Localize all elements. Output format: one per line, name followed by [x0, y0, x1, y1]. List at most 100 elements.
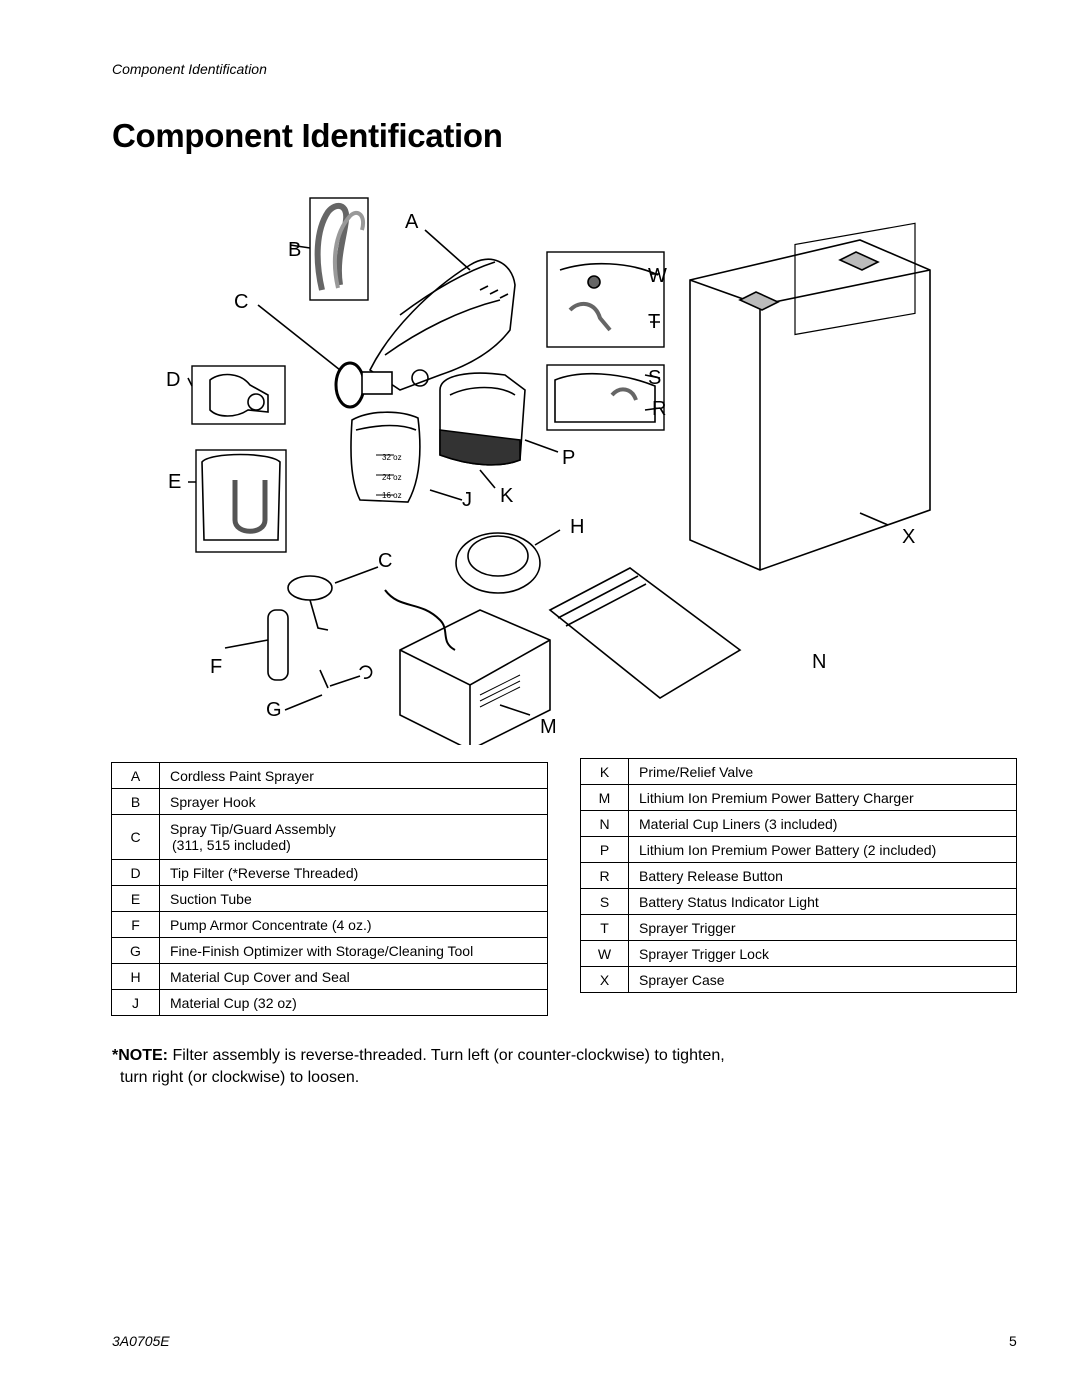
note-line2: turn right (or clockwise) to loosen. [120, 1069, 360, 1086]
component-illustration: 32 oz 24 oz 16 oz A B C D E J K [166, 197, 931, 745]
running-header: Component Identification [112, 61, 267, 77]
callout-h: H [570, 516, 584, 538]
legend-desc: Material Cup (32 oz) [159, 989, 548, 1016]
legend-desc: Sprayer Trigger [628, 914, 1017, 941]
pump-armor-bottle [267, 609, 289, 681]
page-number: 5 [1009, 1333, 1017, 1349]
legend-key: R [580, 862, 629, 889]
callout-a: A [405, 211, 419, 233]
legend-desc: Spray Tip/Guard Assembly(311, 515 includ… [159, 814, 548, 860]
cup-mark-16: 16 oz [382, 491, 402, 500]
cup-cover [455, 532, 541, 594]
callout-k: K [500, 485, 514, 507]
callout-d: D [166, 369, 180, 391]
callout-w: W [648, 265, 667, 287]
hook-inset [309, 197, 369, 301]
callout-c-bottom: C [378, 550, 392, 572]
callout-t: T [648, 311, 660, 333]
legend-desc-line1: Spray Tip/Guard Assembly [170, 821, 336, 837]
legend-key: F [111, 911, 160, 938]
cup-liners [548, 567, 742, 699]
callout-x: X [902, 526, 915, 548]
note-paragraph: *NOTE: Filter assembly is reverse-thread… [112, 1045, 812, 1089]
legend-key: B [111, 788, 160, 815]
cup-mark-32: 32 oz [382, 453, 402, 462]
callout-j: J [462, 489, 472, 511]
sprayer-case [689, 239, 931, 571]
callout-m: M [540, 716, 557, 738]
suction-inset [195, 449, 287, 553]
legend-desc: Material Cup Liners (3 included) [628, 810, 1017, 837]
material-cup [350, 411, 421, 503]
legend-key: E [111, 885, 160, 912]
legend-desc: Cordless Paint Sprayer [159, 762, 548, 789]
callout-r: R [652, 398, 666, 420]
legend-desc: Sprayer Trigger Lock [628, 940, 1017, 967]
legend-key: M [580, 784, 629, 811]
tip-guard [287, 575, 333, 601]
legend-key: C [111, 814, 160, 860]
legend-key: G [111, 937, 160, 964]
legend-desc: Battery Status Indicator Light [628, 888, 1017, 915]
legend-key: N [580, 810, 629, 837]
optimizer-tool [319, 665, 373, 689]
callout-f: F [210, 656, 222, 678]
legend-desc: Lithium Ion Premium Power Battery Charge… [628, 784, 1017, 811]
filter-inset [191, 365, 286, 425]
callout-n: N [812, 651, 826, 673]
callout-p: P [562, 447, 575, 469]
callout-b: B [288, 239, 301, 261]
page-title: Component Identification [112, 117, 503, 154]
legend-desc: Fine-Finish Optimizer with Storage/Clean… [159, 937, 548, 964]
cup-mark-24: 24 oz [382, 473, 402, 482]
legend-key: D [111, 859, 160, 886]
document-number: 3A0705E [112, 1333, 170, 1349]
sprayer-body [368, 258, 516, 391]
callout-s: S [648, 367, 661, 389]
legend-desc: Material Cup Cover and Seal [159, 963, 548, 990]
callout-e: E [168, 471, 181, 493]
note-label: *NOTE: [112, 1047, 168, 1064]
legend-desc: Suction Tube [159, 885, 548, 912]
legend-key: X [580, 966, 629, 993]
legend-key: S [580, 888, 629, 915]
legend-desc: Battery Release Button [628, 862, 1017, 889]
legend-desc: Tip Filter (*Reverse Threaded) [159, 859, 548, 886]
legend-desc: Sprayer Case [628, 966, 1017, 993]
legend-key: K [580, 758, 629, 785]
trigger-inset [546, 251, 665, 348]
legend-desc: Prime/Relief Valve [628, 758, 1017, 785]
legend-desc: Lithium Ion Premium Power Battery (2 inc… [628, 836, 1017, 863]
legend-key: J [111, 989, 160, 1016]
battery-charger [399, 609, 551, 745]
legend-desc-line2: (311, 515 included) [172, 837, 291, 853]
legend-desc: Sprayer Hook [159, 788, 548, 815]
legend-key: H [111, 963, 160, 990]
legend-desc: Pump Armor Concentrate (4 oz.) [159, 911, 548, 938]
legend-key: T [580, 914, 629, 941]
note-line1: Filter assembly is reverse-threaded. Tur… [172, 1047, 725, 1064]
battery-inset [546, 364, 665, 431]
legend-key: P [580, 836, 629, 863]
legend-key: A [111, 762, 160, 789]
